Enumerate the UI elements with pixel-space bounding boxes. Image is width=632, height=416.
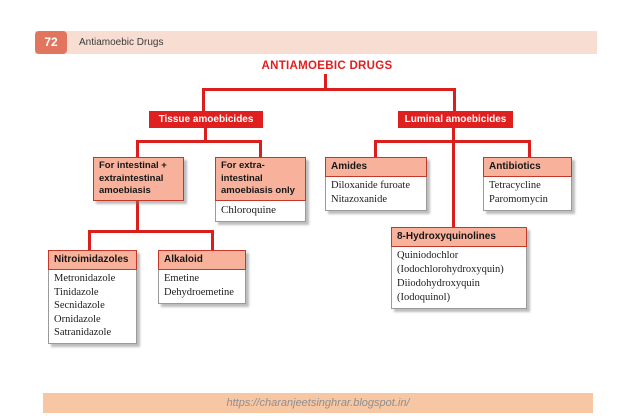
chapter-header-bar [35,31,597,54]
branch-tissue-amoebicides: Tissue amoebicides [149,111,263,128]
connector-luminal-down [452,128,455,227]
connector-intestinal-down [136,198,139,233]
node-alkaloid-drugs: Emetine Dehydroemetine [158,270,246,304]
node-antibiotics-header: Antibiotics [483,157,572,177]
connector-luminal-horizontal [374,140,531,143]
node-antibiotics-drugs: Tetracycline Paromomycin [483,177,572,211]
chapter-title: Antiamoebic Drugs [79,37,164,48]
node-intestinal-extraintestinal-header: For intestinal + extraintestinal amoebia… [93,157,184,201]
connector-to-extraintestinal [259,140,262,157]
node-hydroxyquinolines-header: 8-Hydroxyquinolines [391,227,527,247]
node-nitroimidazoles-drugs: Metronidazole Tinidazole Secnidazole Orn… [48,270,137,344]
node-alkaloid: Alkaloid Emetine Dehydroemetine [158,250,246,304]
node-extra-intestinal-only-drugs: Chloroquine [215,200,306,222]
node-hydroxyquinolines-drugs: Quiniodochlor (Iodochlorohydroxyquin) Di… [391,247,527,309]
footer-url: https://charanjeetsinghrar.blogspot.in/ [43,393,593,413]
node-extra-intestinal-only: For extra- intestinal amoebiasis only Ch… [215,157,306,222]
node-nitroimidazoles: Nitroimidazoles Metronidazole Tinidazole… [48,250,137,344]
node-extra-intestinal-only-header: For extra- intestinal amoebiasis only [215,157,306,201]
connector-to-tissue [202,88,205,112]
connector-title-down [324,74,327,89]
connector-to-antibiotics [528,140,531,157]
connector-to-intestinal [136,140,139,157]
node-nitroimidazoles-header: Nitroimidazoles [48,250,137,270]
connector-tissue-down [204,128,207,142]
connector-top-horizontal [202,88,456,91]
node-hydroxyquinolines: 8-Hydroxyquinolines Quiniodochlor (Iodoc… [391,227,527,309]
chapter-number-badge: 72 [35,31,67,54]
node-amides-drugs: Diloxanide furoate Nitazoxanide [325,177,427,211]
node-amides-header: Amides [325,157,427,177]
node-amides: Amides Diloxanide furoate Nitazoxanide [325,157,427,211]
connector-intestinal-horizontal [88,230,214,233]
connector-tissue-horizontal [136,140,262,143]
node-antibiotics: Antibiotics Tetracycline Paromomycin [483,157,572,211]
connector-to-amides [374,140,377,157]
node-alkaloid-header: Alkaloid [158,250,246,270]
connector-to-nitroimidazoles [88,230,91,250]
diagram-title: ANTIAMOEBIC DRUGS [261,60,393,72]
branch-luminal-amoebicides: Luminal amoebicides [398,111,513,128]
connector-to-luminal [453,88,456,112]
connector-to-alkaloid [211,230,214,250]
node-intestinal-extraintestinal: For intestinal + extraintestinal amoebia… [93,157,184,201]
